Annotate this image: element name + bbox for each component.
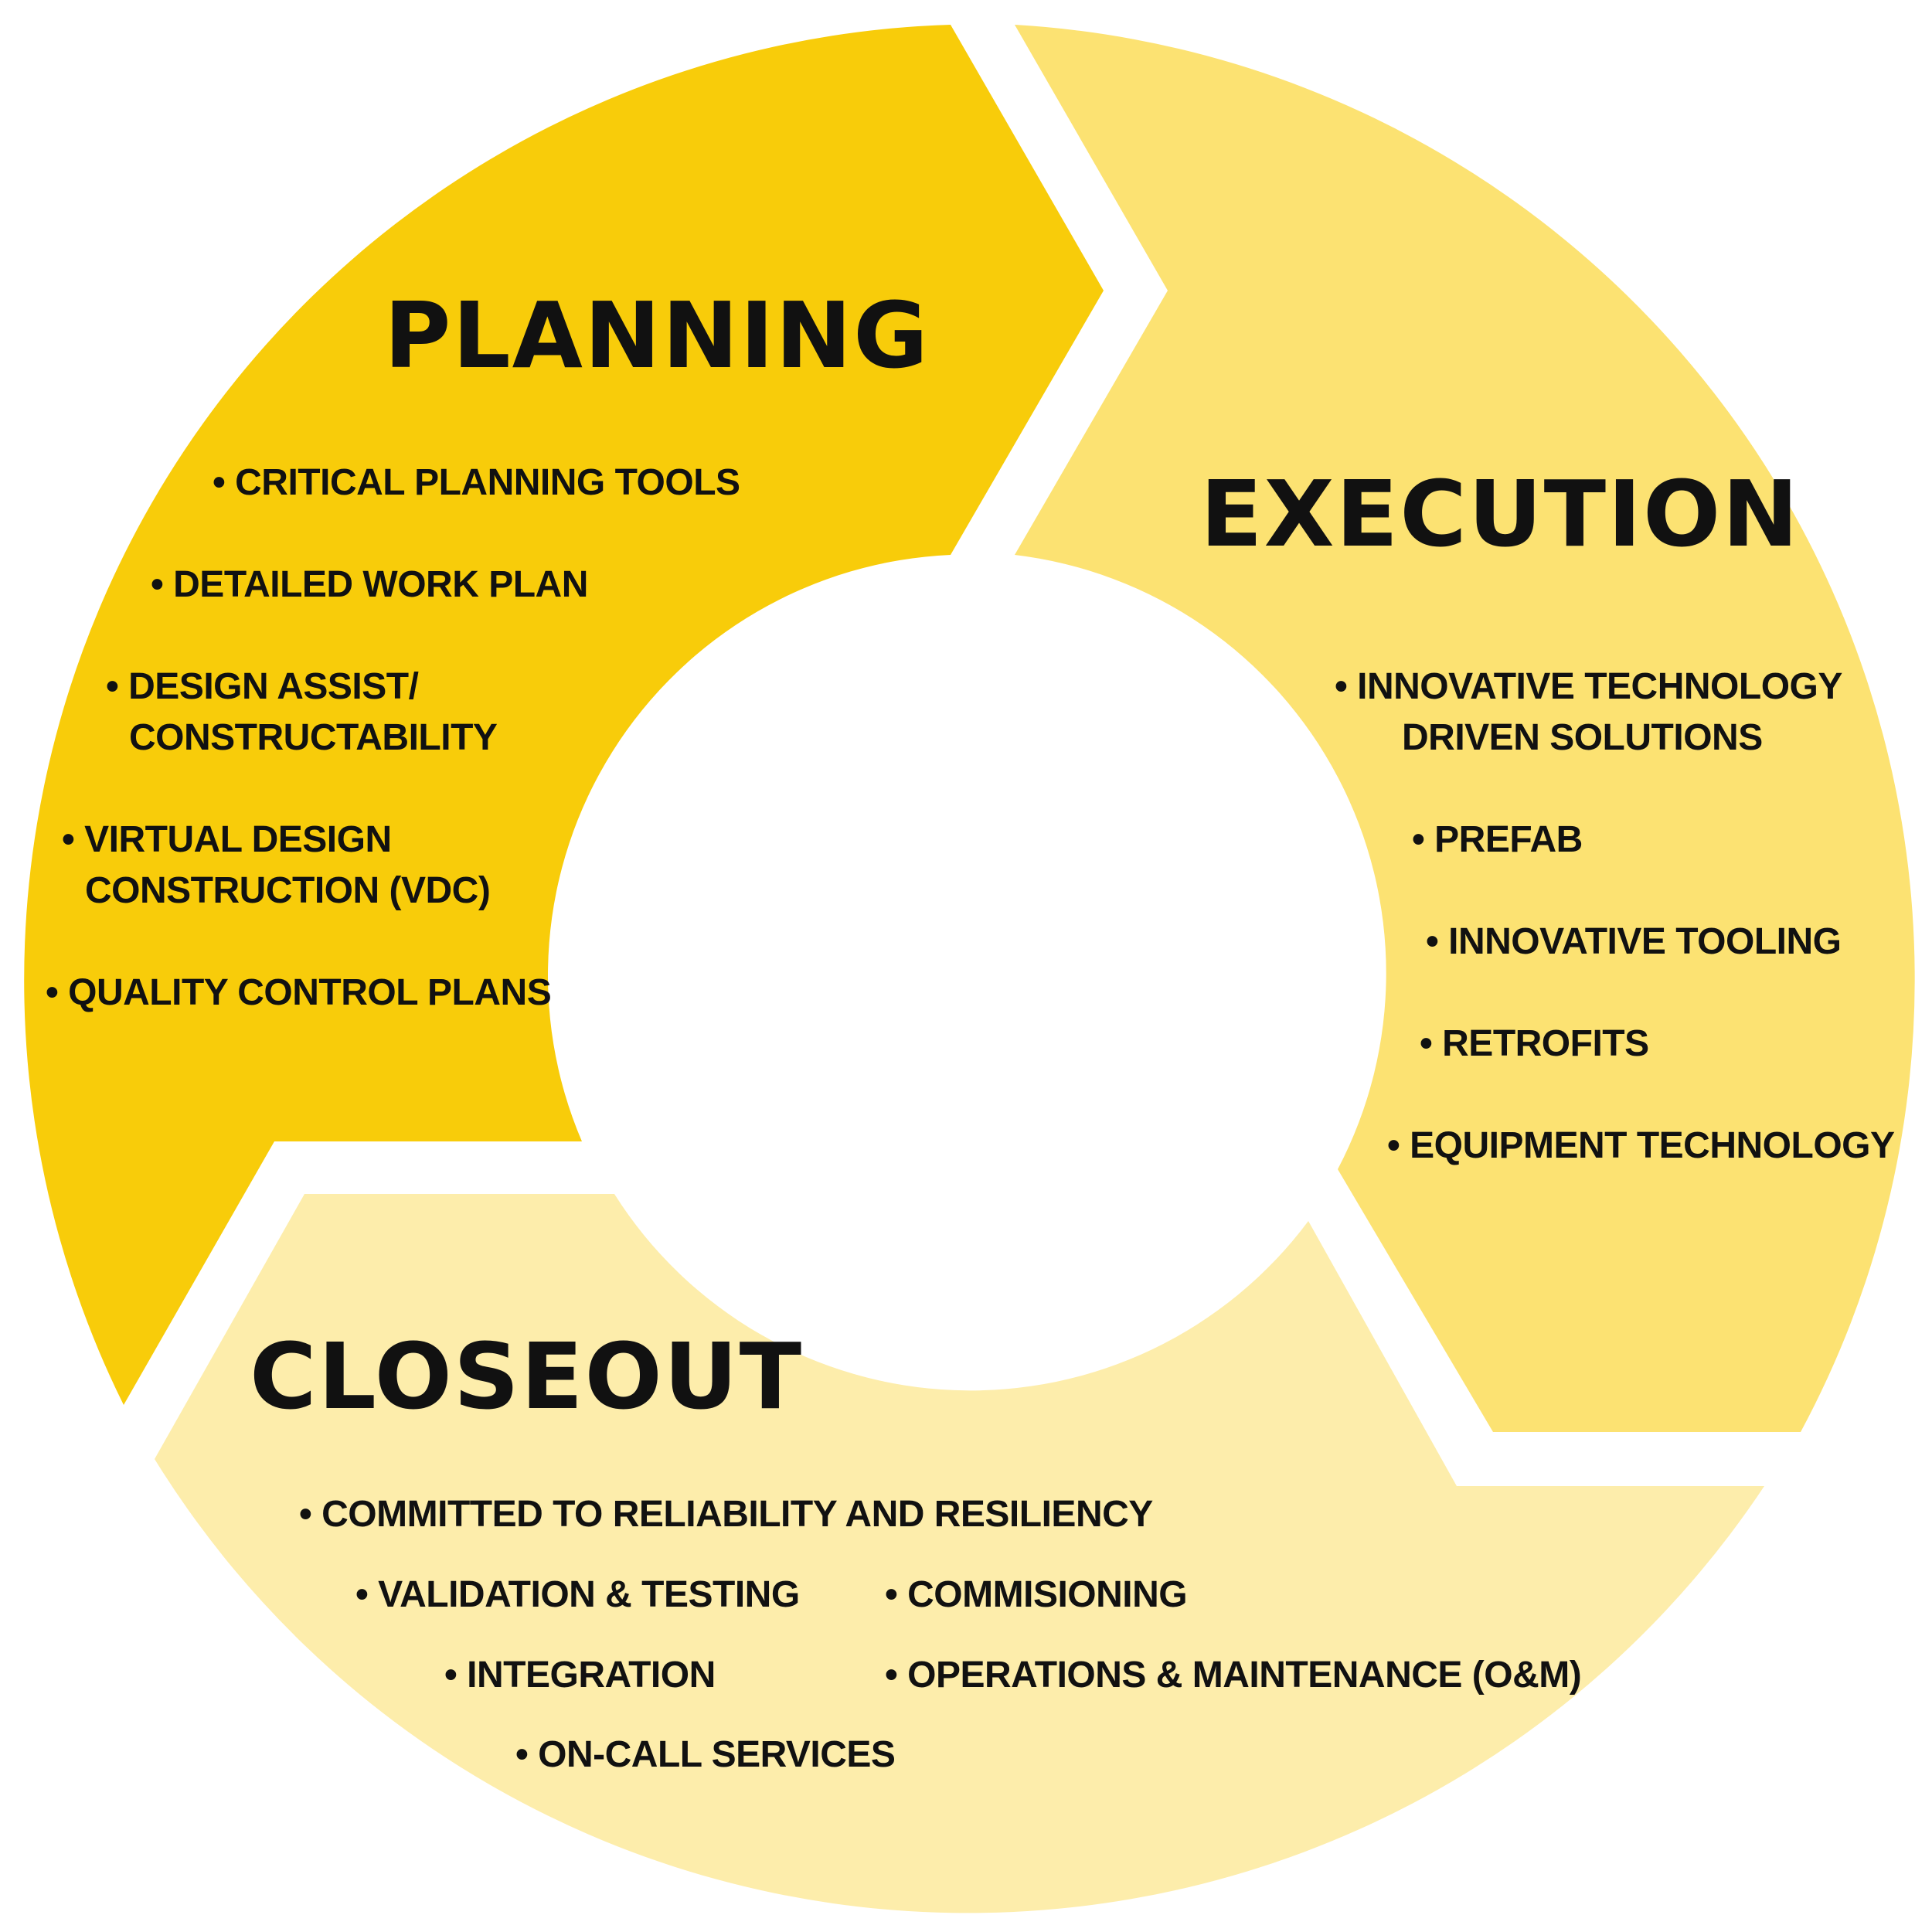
execution-item-text: • INNOVATIVE TOOLING bbox=[1426, 921, 1842, 962]
execution-item-retrofits: • RETROFITS bbox=[1420, 1019, 1649, 1070]
planning-item-critical-planning-tools: • CRITICAL PLANNING TOOLS bbox=[213, 457, 740, 509]
planning-item-text: • CRITICAL PLANNING TOOLS bbox=[213, 462, 740, 503]
planning-item-virtual-design-construction: • VIRTUAL DESIGN CONSTRUCTION (VDC) bbox=[62, 815, 491, 917]
closeout-item-text: • VALIDATION & TESTING bbox=[355, 1574, 800, 1615]
closeout-item-text: • INTEGRATION bbox=[444, 1655, 716, 1696]
execution-item-text: • INNOVATIVE TECHNOLOGY bbox=[1335, 666, 1842, 707]
closeout-item-operations-maintenance: • OPERATIONS & MAINTENANCE (O&M) bbox=[885, 1650, 1582, 1701]
closeout-item-on-call-services: • ON-CALL SERVICES bbox=[515, 1730, 896, 1781]
closeout-item-text: • ON-CALL SERVICES bbox=[515, 1734, 896, 1775]
planning-item-text-continued: CONSTRUCTION (VDC) bbox=[85, 870, 491, 911]
closeout-item-commisioning: • COMMISIONING bbox=[885, 1570, 1188, 1621]
closeout-item-integration: • INTEGRATION bbox=[444, 1650, 716, 1701]
execution-segment bbox=[1015, 25, 1915, 1432]
execution-title: EXECUTION bbox=[1200, 461, 1801, 567]
planning-item-text: • DESIGN ASSIST/ bbox=[106, 666, 419, 707]
execution-item-text: • EQUIPMENT TECHNOLOGY bbox=[1387, 1125, 1895, 1166]
execution-item-text-continued: DRIVEN SOLUTIONS bbox=[1402, 717, 1763, 758]
planning-item-quality-control-plans: • QUALITY CONTROL PLANS bbox=[46, 968, 552, 1019]
closeout-item-validation-testing: • VALIDATION & TESTING bbox=[355, 1570, 800, 1621]
planning-item-text: • DETAILED WORK PLAN bbox=[151, 564, 588, 605]
execution-item-text: • PREFAB bbox=[1412, 819, 1583, 860]
execution-item-innovative-technology: • INNOVATIVE TECHNOLOGY DRIVEN SOLUTIONS bbox=[1335, 662, 1842, 764]
planning-item-detailed-work-plan: • DETAILED WORK PLAN bbox=[151, 560, 588, 611]
planning-item-text-continued: CONSTRUCTABILITY bbox=[129, 717, 498, 758]
execution-item-text: • RETROFITS bbox=[1420, 1023, 1649, 1064]
closeout-item-text: • OPERATIONS & MAINTENANCE (O&M) bbox=[885, 1655, 1582, 1696]
planning-title: PLANNING bbox=[384, 282, 930, 389]
execution-item-equipment-technology: • EQUIPMENT TECHNOLOGY bbox=[1387, 1121, 1895, 1172]
planning-item-text: • QUALITY CONTROL PLANS bbox=[46, 972, 552, 1013]
closeout-item-text: • COMMISIONING bbox=[885, 1574, 1188, 1615]
execution-item-innovative-tooling: • INNOVATIVE TOOLING bbox=[1426, 917, 1842, 968]
planning-item-text: • VIRTUAL DESIGN bbox=[62, 819, 392, 860]
closeout-segment bbox=[155, 1194, 1764, 1913]
closeout-item-text: • COMMITTED TO RELIABILITY AND RESILIENC… bbox=[299, 1494, 1153, 1535]
planning-item-design-assist: • DESIGN ASSIST/ CONSTRUCTABILITY bbox=[106, 662, 498, 764]
execution-item-prefab: • PREFAB bbox=[1412, 815, 1583, 866]
closeout-item-committed: • COMMITTED TO RELIABILITY AND RESILIENC… bbox=[299, 1489, 1153, 1540]
planning-segment bbox=[24, 25, 1104, 1405]
closeout-title: CLOSEOUT bbox=[250, 1323, 804, 1430]
